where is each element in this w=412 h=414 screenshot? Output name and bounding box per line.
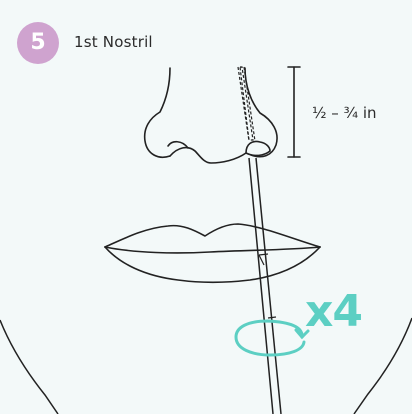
nose — [143, 67, 278, 164]
depth-bracket-icon — [287, 66, 301, 158]
rotation-arrow-icon — [234, 319, 310, 357]
depth-label: ½ – ¾ in — [312, 104, 377, 122]
step-title: 1st Nostril — [74, 33, 153, 51]
face-outline-right — [353, 317, 412, 414]
step-number-badge: 5 — [17, 22, 59, 64]
rotation-count-label: x4 — [305, 286, 363, 337]
face-outline-left — [0, 319, 59, 414]
lips — [104, 223, 321, 284]
swab-icon — [237, 66, 282, 414]
